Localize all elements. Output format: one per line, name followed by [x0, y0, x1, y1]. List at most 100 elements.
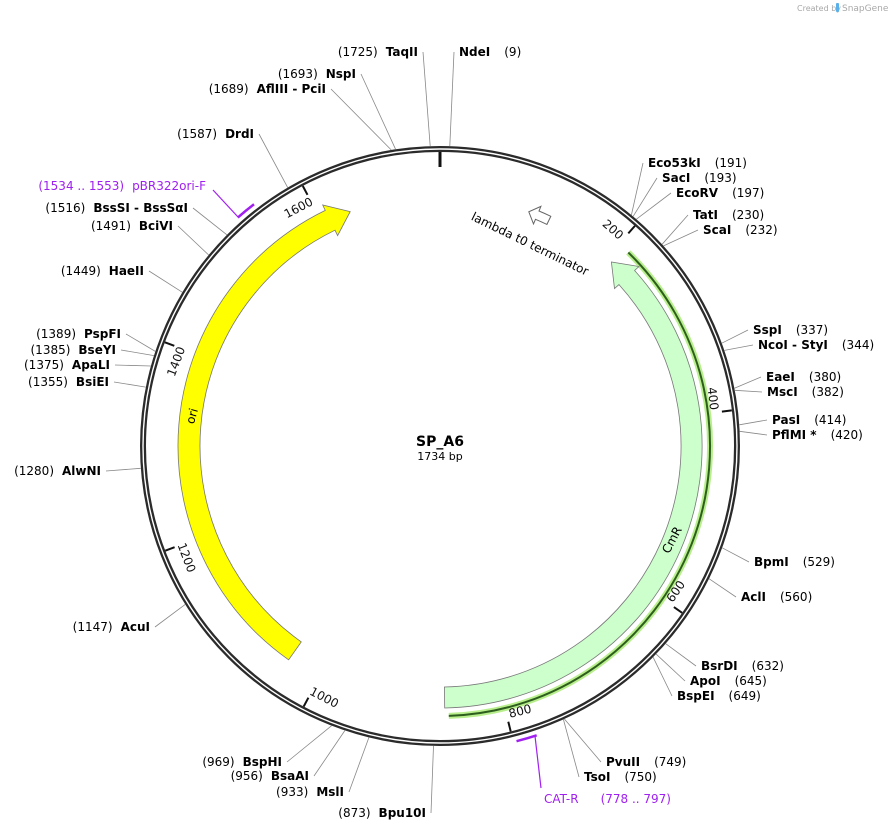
enzyme-site[interactable]: (1449)HaeII: [61, 264, 183, 293]
primer-name: CAT-R: [544, 792, 579, 806]
enzyme-label[interactable]: AclI(560): [741, 590, 812, 604]
feature-lambda-t0-terminator-arrow[interactable]: [528, 205, 552, 226]
enzyme-site[interactable]: (1385)BseYI: [31, 343, 155, 357]
enzyme-site[interactable]: (1355)BsiEI: [28, 375, 146, 389]
enzyme-site[interactable]: (1147)AcuI: [73, 604, 186, 634]
enzyme-position: (1587): [177, 127, 217, 141]
enzyme-label[interactable]: (1280)AlwNI: [14, 464, 101, 478]
enzyme-label[interactable]: NcoI - StyI(344): [758, 338, 874, 352]
enzyme-label[interactable]: (1375)ApaLI: [24, 358, 110, 372]
enzyme-leader-line: [661, 214, 689, 245]
enzyme-site[interactable]: (1516)BssSI - BssSαI: [45, 201, 228, 236]
enzyme-leader-line: [430, 745, 434, 814]
enzyme-label[interactable]: (1449)HaeII: [61, 264, 144, 278]
enzyme-site[interactable]: EaeI(380): [734, 370, 841, 389]
enzyme-label[interactable]: ScaI(232): [703, 223, 778, 237]
enzyme-label[interactable]: (873)Bpu10I: [338, 806, 426, 820]
enzyme-site[interactable]: (1725)TaqII: [338, 45, 431, 147]
enzyme-site[interactable]: EcoRV(197): [636, 186, 764, 220]
enzyme-site[interactable]: (1375)ApaLI: [24, 358, 151, 372]
enzyme-label[interactable]: Eco53kI(191): [648, 156, 747, 170]
enzyme-label[interactable]: (1147)AcuI: [73, 620, 150, 634]
primer-arc[interactable]: [516, 734, 538, 743]
enzyme-name: NdeI: [459, 45, 490, 59]
enzyme-label[interactable]: (1389)PspFI: [36, 327, 121, 341]
enzyme-site[interactable]: AclI(560): [708, 578, 812, 604]
enzyme-site[interactable]: BsrDI(632): [665, 643, 784, 673]
enzyme-position: (230): [732, 208, 764, 222]
enzyme-label[interactable]: MscI(382): [767, 385, 844, 399]
enzyme-site[interactable]: NdeI(9): [449, 45, 521, 147]
enzyme-site[interactable]: PasI(414): [739, 413, 846, 427]
enzyme-label[interactable]: SacI(193): [662, 171, 737, 185]
enzyme-site[interactable]: (1689)AflIII - PciI: [209, 82, 392, 151]
primer-arc[interactable]: [236, 203, 255, 219]
enzyme-site[interactable]: (933)MslI: [276, 737, 370, 800]
primer-cat-r[interactable]: CAT-R(778 .. 797): [516, 734, 672, 806]
enzyme-leader-line: [113, 381, 146, 388]
enzyme-label[interactable]: BsrDI(632): [701, 659, 784, 673]
enzyme-label[interactable]: PflMI *(420): [772, 428, 863, 442]
enzyme-site[interactable]: PflMI *(420): [739, 428, 863, 442]
enzyme-label[interactable]: SspI(337): [753, 323, 828, 337]
enzyme-site[interactable]: TatI(230): [661, 208, 764, 245]
enzyme-name: NspI: [326, 67, 356, 81]
enzyme-position: (749): [654, 755, 686, 769]
enzyme-site[interactable]: MscI(382): [734, 385, 844, 399]
enzyme-label[interactable]: EcoRV(197): [676, 186, 764, 200]
enzyme-label[interactable]: PvuII(749): [606, 755, 686, 769]
enzyme-site[interactable]: (1491)BciVI: [91, 219, 209, 256]
feature-ori-arrow[interactable]: [177, 204, 351, 661]
enzyme-site[interactable]: (969)BspHI: [202, 725, 332, 769]
enzyme-site[interactable]: BpmI(529): [722, 547, 835, 569]
enzyme-label[interactable]: BpmI(529): [754, 555, 835, 569]
feature-cmr-arrow[interactable]: [443, 261, 703, 709]
enzyme-leader-line: [636, 192, 672, 220]
enzyme-label[interactable]: PasI(414): [772, 413, 846, 427]
enzyme-label[interactable]: (1693)NspI: [278, 67, 356, 81]
primer-label[interactable]: CAT-R(778 .. 797): [544, 792, 671, 806]
enzyme-site[interactable]: Eco53kI(191): [631, 156, 747, 216]
enzyme-site[interactable]: (1280)AlwNI: [14, 464, 141, 478]
enzyme-label[interactable]: NdeI(9): [459, 45, 521, 59]
enzyme-leader-line: [722, 547, 750, 563]
enzyme-label[interactable]: EaeI(380): [766, 370, 841, 384]
enzyme-leader-line: [665, 643, 697, 667]
primer-label[interactable]: (1534 .. 1553)pBR322ori-F: [38, 179, 206, 193]
enzyme-site[interactable]: (873)Bpu10I: [338, 745, 434, 820]
enzyme-site[interactable]: (1693)NspI: [278, 67, 396, 150]
enzyme-label[interactable]: (1689)AflIII - PciI: [209, 82, 326, 96]
enzyme-site[interactable]: (1587)DrdI: [177, 127, 289, 188]
enzyme-label[interactable]: (1516)BssSI - BssSαI: [45, 201, 188, 215]
enzyme-position: (1355): [28, 375, 68, 389]
enzyme-label[interactable]: (933)MslI: [276, 785, 344, 799]
enzyme-site[interactable]: BspEI(649): [652, 657, 761, 703]
enzyme-site[interactable]: (956)BsaAI: [231, 730, 346, 784]
enzyme-site[interactable]: SspI(337): [721, 323, 828, 344]
enzyme-label[interactable]: (1725)TaqII: [338, 45, 418, 59]
enzyme-site[interactable]: SacI(193): [632, 171, 737, 217]
snapgene-logo-icon: [836, 3, 839, 12]
enzyme-site[interactable]: TsoI(750): [563, 719, 657, 784]
enzyme-site[interactable]: (1389)PspFI: [36, 327, 156, 352]
enzyme-label[interactable]: ApoI(645): [690, 674, 767, 688]
enzyme-site[interactable]: PvuII(749): [564, 718, 686, 769]
enzyme-site[interactable]: ApoI(645): [655, 653, 767, 688]
enzyme-site[interactable]: ScaI(232): [663, 223, 778, 247]
enzyme-label[interactable]: (1355)BsiEI: [28, 375, 109, 389]
enzyme-label[interactable]: BspEI(649): [677, 689, 761, 703]
enzyme-label[interactable]: (956)BsaAI: [231, 769, 309, 783]
enzyme-position: (1725): [338, 45, 378, 59]
enzyme-label[interactable]: (1587)DrdI: [177, 127, 254, 141]
enzyme-label[interactable]: TatI(230): [693, 208, 764, 222]
enzyme-label[interactable]: (1385)BseYI: [31, 343, 117, 357]
enzyme-leader-line: [360, 73, 396, 150]
enzyme-name: MslI: [316, 785, 344, 799]
enzyme-label[interactable]: (1491)BciVI: [91, 219, 173, 233]
enzyme-label[interactable]: (969)BspHI: [202, 755, 282, 769]
primer-pbr322ori-f[interactable]: (1534 .. 1553)pBR322ori-F: [38, 179, 255, 219]
enzyme-name: BsrDI: [701, 659, 738, 673]
enzyme-site[interactable]: NcoI - StyI(344): [724, 338, 874, 352]
primer-leader-line: [212, 189, 239, 218]
enzyme-label[interactable]: TsoI(750): [584, 770, 657, 784]
